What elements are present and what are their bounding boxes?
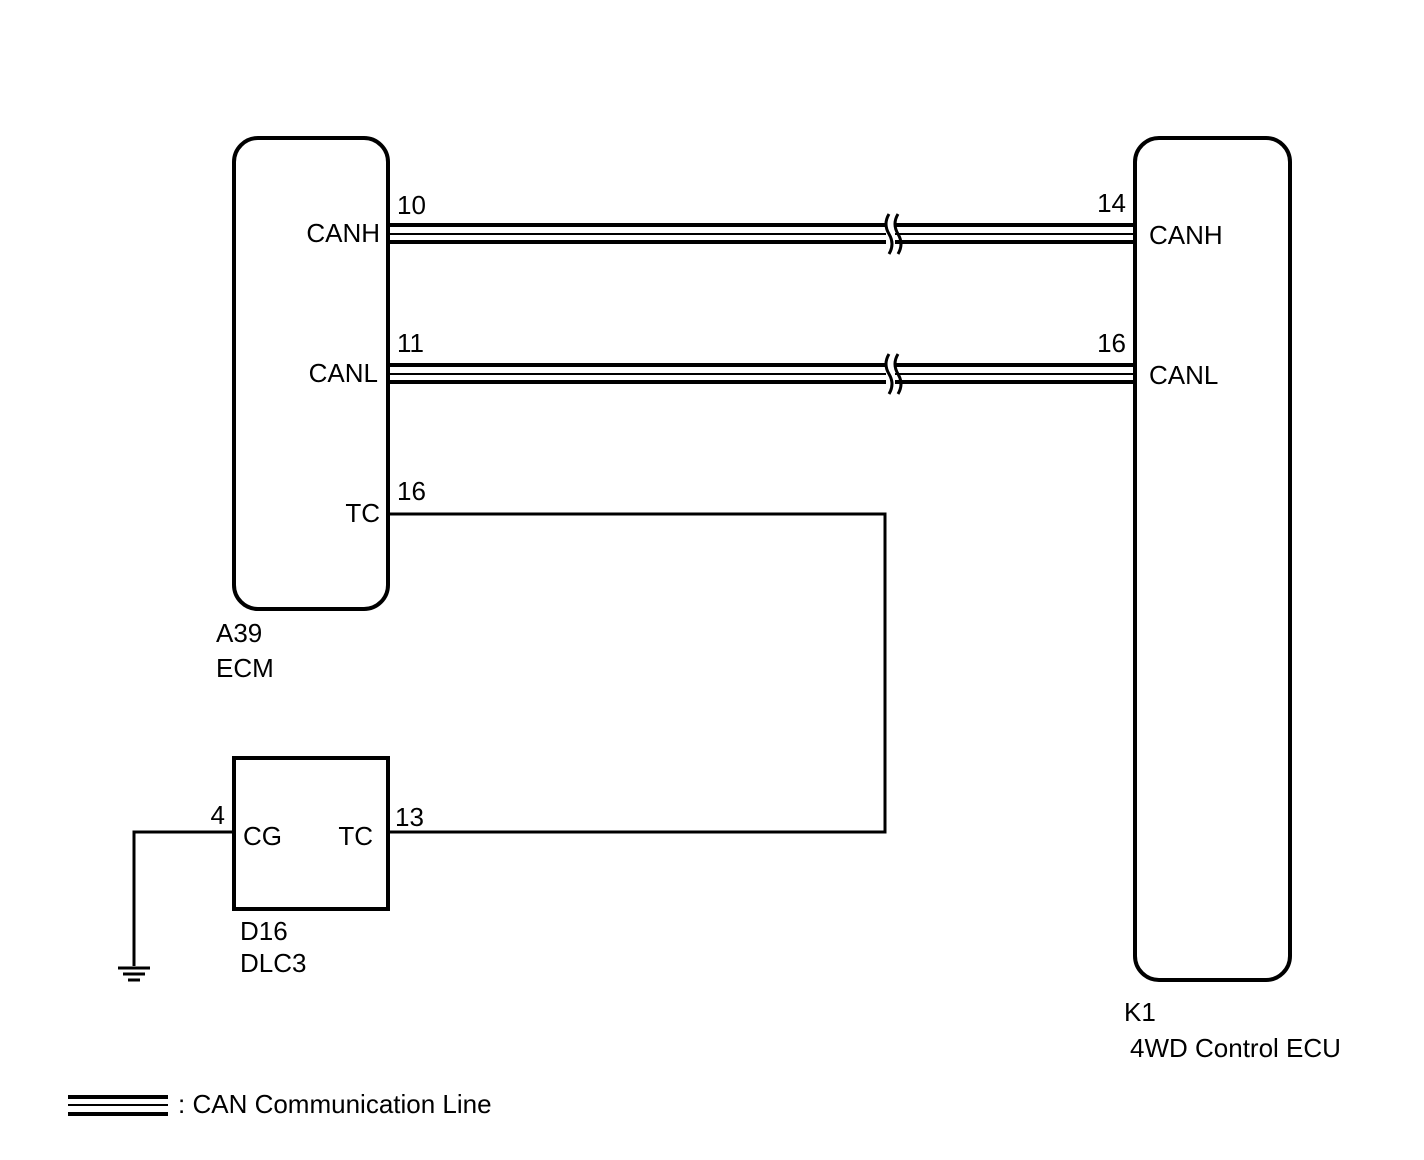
ecm-name: ECM [216, 653, 274, 683]
dlc3-name: DLC3 [240, 948, 306, 978]
can-high-break-mark [884, 213, 903, 255]
ecm-pin-canh-number: 10 [397, 190, 426, 220]
ecm-connector-code: A39 [216, 618, 262, 648]
dlc3-pin-cg-number: 4 [211, 800, 225, 830]
awd-ecu-pin-canl-label: CANL [1149, 360, 1218, 390]
ground-icon [118, 966, 150, 982]
awd-ecu-name: 4WD Control ECU [1130, 1033, 1341, 1063]
legend-can-line-icon [68, 1095, 168, 1116]
ecm-pin-canl-label: CANL [309, 358, 378, 388]
cg-wire [132, 830, 234, 966]
dlc3-pin-tc-number: 13 [395, 802, 424, 832]
can-low-line [390, 353, 1135, 395]
awd-ecu-box [1133, 136, 1292, 982]
tc-wire [390, 512, 887, 834]
can-low-break-mark [884, 353, 903, 395]
ecm-pin-canl-number: 11 [397, 328, 424, 358]
ecm-box [232, 136, 390, 611]
legend-can-line-label: : CAN Communication Line [178, 1089, 492, 1119]
ecm-pin-canh-label: CANH [306, 218, 380, 248]
awd-ecu-connector-code: K1 [1124, 997, 1156, 1027]
dlc3-connector-code: D16 [240, 916, 288, 946]
ecm-pin-tc-number: 16 [397, 476, 426, 506]
awd-ecu-pin-canl-number: 16 [1097, 328, 1126, 358]
awd-ecu-pin-canh-label: CANH [1149, 220, 1223, 250]
dlc3-pin-cg-label: CG [243, 821, 282, 851]
can-high-line [390, 213, 1135, 255]
dlc3-pin-tc-label: TC [338, 821, 373, 851]
awd-ecu-pin-canh-number: 14 [1097, 188, 1126, 218]
ecm-pin-tc-label: TC [345, 498, 380, 528]
